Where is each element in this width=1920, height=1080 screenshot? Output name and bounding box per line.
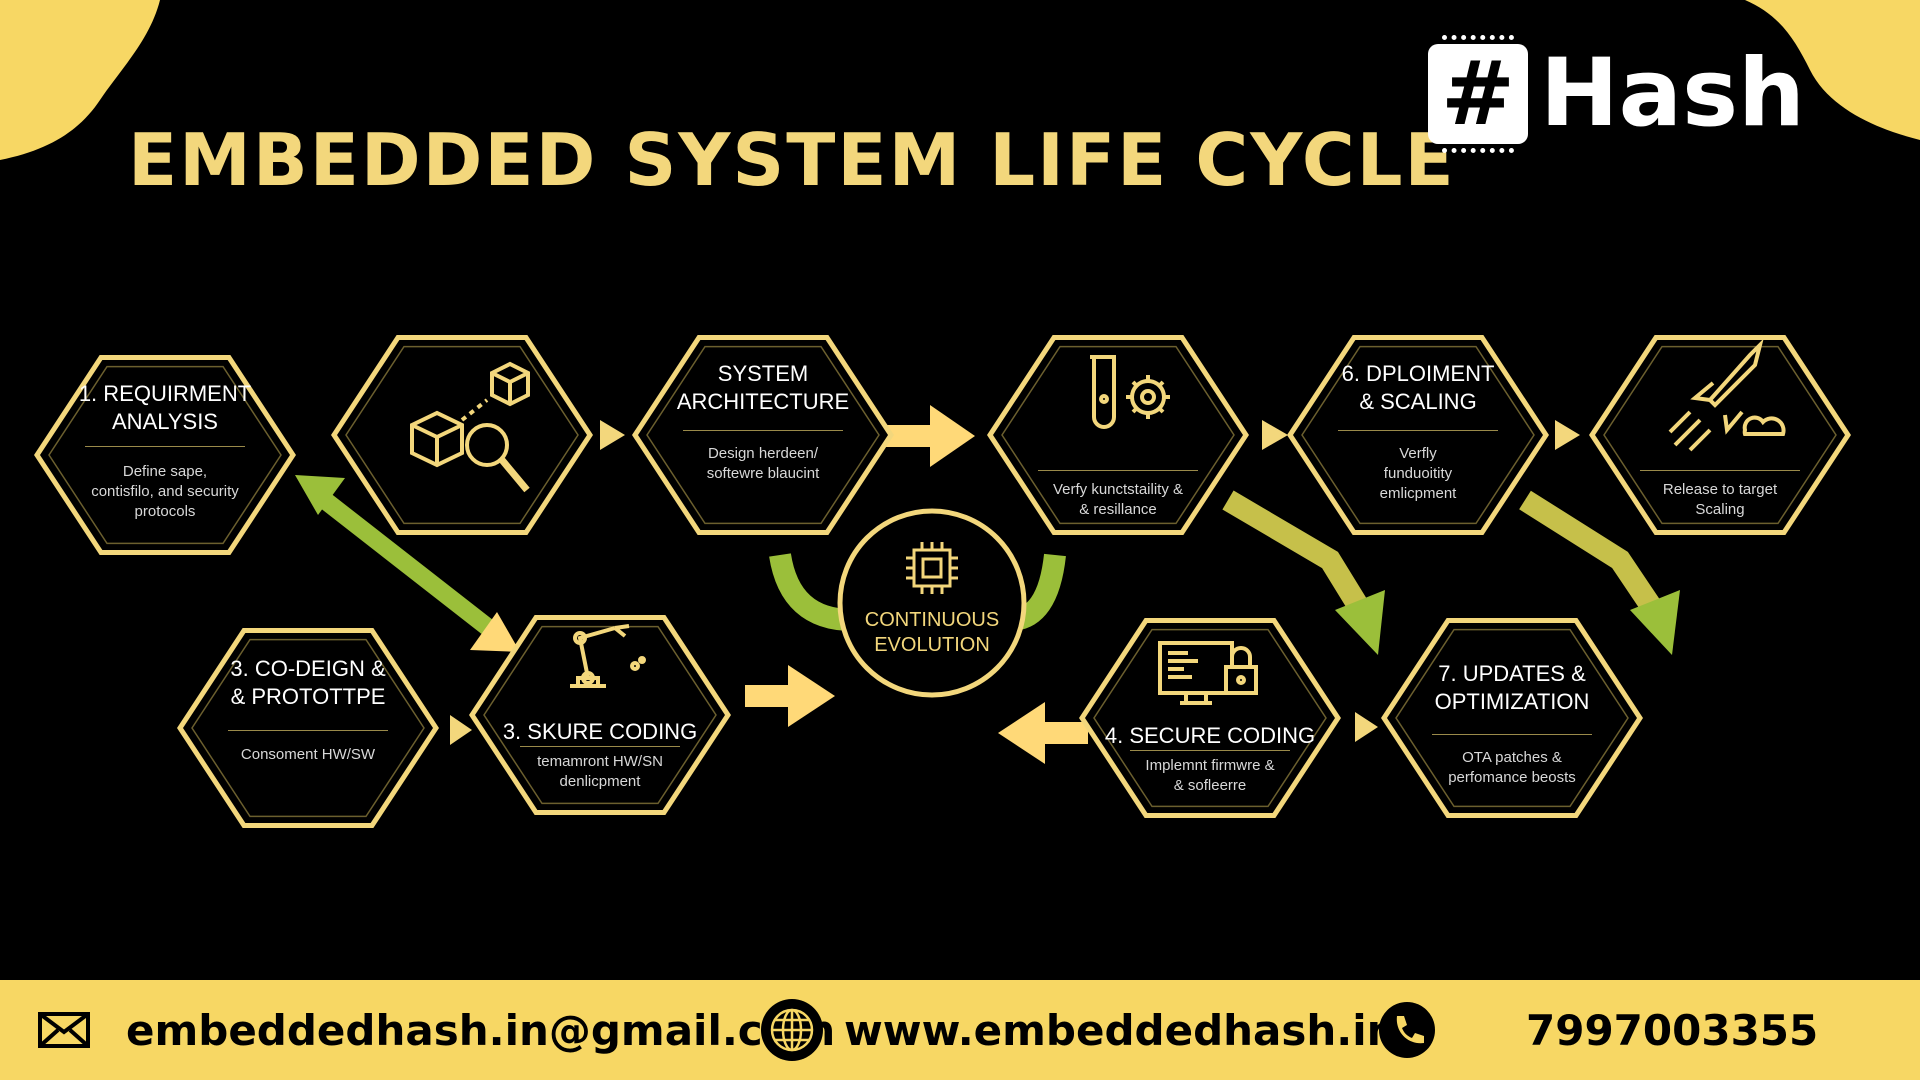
node-divider-verify	[1038, 470, 1198, 471]
node-title-deployment: 6. DPLOIMENT & SCALING	[1341, 361, 1495, 414]
hexagon-codesign	[177, 628, 439, 828]
node-title-codesign: 3. CO-DEIGN & & PROTOTTPE	[230, 656, 386, 709]
hexagon-updates	[1381, 618, 1643, 818]
test-tube-gear-icon	[1090, 355, 1170, 429]
website-text: www.embeddedhash.in	[844, 1005, 1397, 1055]
node-title-skure-coding: 3. SKURE CODING	[502, 719, 698, 744]
robot-arm-icon	[570, 624, 646, 688]
hexagon-inner-updates	[1395, 628, 1629, 808]
logo-wordmark: Hash	[1540, 39, 1805, 148]
hexagon-inner-requirement	[48, 365, 282, 545]
arrow-7-8	[450, 715, 472, 745]
hexagon-skure-coding	[469, 615, 731, 815]
footer-email[interactable]: embeddedhash.in@gmail.com	[38, 980, 835, 1080]
arrow-9-10	[1355, 712, 1378, 742]
envelope-icon	[38, 1012, 90, 1048]
node-desc-architecture: Design herdeen/ softewre blaucint	[706, 445, 820, 482]
hexagon-architecture	[632, 335, 894, 535]
arrow-2-3	[600, 420, 625, 450]
phone-text: 7997003355	[1526, 1005, 1819, 1055]
hexagon-inner-secure-coding	[1093, 628, 1327, 808]
phone-icon	[1379, 1002, 1435, 1058]
node-divider-skure-coding	[520, 746, 680, 747]
double-arrow-green	[295, 475, 520, 652]
hexagon-deployment	[1287, 335, 1549, 535]
node-divider-release	[1640, 470, 1800, 471]
node-desc-secure-coding: Implemnt firmwre & & sofleerre	[1145, 757, 1275, 794]
footer-website[interactable]: www.embeddedhash.in	[760, 980, 1397, 1080]
arrow-5-down	[1519, 490, 1680, 655]
hexagon-inner-skure-coding	[483, 625, 717, 805]
node-desc-codesign: Consoment HW/SW	[240, 746, 376, 763]
contact-footer: embeddedhash.in@gmail.com www.embeddedha…	[0, 980, 1920, 1080]
node-title-secure-coding: 4. SECURE CODING	[1104, 723, 1316, 748]
arrow-3-4	[880, 405, 975, 467]
node-divider-requirement	[85, 446, 245, 447]
chip-icon	[906, 542, 958, 594]
hexagon-inner-design-icon	[345, 345, 579, 525]
node-divider-codesign	[228, 730, 388, 731]
node-desc-skure-coding: temamront HW/SN denlicpment	[537, 753, 663, 790]
flow-arrows	[295, 405, 1680, 764]
hexagon-inner-codesign	[191, 638, 425, 818]
arrow-9-center	[998, 702, 1088, 764]
arrow-8-center	[745, 665, 835, 727]
node-divider-updates	[1432, 734, 1592, 735]
node-divider-deployment	[1338, 430, 1498, 431]
cubes-magnifier-icon	[410, 361, 530, 493]
page-title: EMBEDDED SYSTEM LIFE CYCLE	[128, 118, 1456, 202]
node-title-updates: 7. UPDATES & OPTIMIZATION	[1434, 661, 1590, 714]
node-desc-requirement: Define sape, contisfilo, and security pr…	[91, 463, 239, 520]
hexagon-requirement	[34, 355, 296, 555]
node-divider-architecture	[683, 430, 843, 431]
arrow-4-10	[1222, 490, 1385, 655]
node-divider-secure-coding	[1130, 750, 1290, 751]
hexagon-verify	[987, 335, 1249, 535]
corner-blob-right	[1745, 0, 1920, 140]
arrow-4-5	[1262, 420, 1288, 450]
rocket-cloud-icon	[1668, 338, 1786, 452]
node-desc-verify: Verfy kunctstaility & & resillance	[1052, 481, 1184, 518]
hash-chip-icon: #	[1428, 35, 1528, 153]
node-title-architecture: SYSTEM ARCHITECTURE	[676, 361, 850, 414]
corner-blob-left	[0, 0, 160, 160]
monitor-lock-icon	[1158, 641, 1258, 705]
arrow-5-6	[1555, 420, 1580, 450]
footer-phone[interactable]: 7997003355	[1378, 980, 1818, 1080]
hexagon-release	[1589, 335, 1851, 535]
brand-logo: # Hash	[1428, 35, 1805, 164]
node-desc-updates: OTA patches & perfomance beosts	[1448, 749, 1576, 786]
node-desc-deployment: Verfly funduoitity emlicpment	[1379, 445, 1457, 502]
hexagon-inner-architecture	[646, 345, 880, 525]
hexagon-inner-verify	[1001, 345, 1235, 525]
node-title-requirement: 1. REQUIRMENT ANALYSIS	[78, 381, 252, 434]
center-label: CONTINUOUS EVOLUTION	[864, 609, 1000, 656]
email-text: embeddedhash.in@gmail.com	[126, 1005, 836, 1055]
node-desc-release: Release to target Scaling	[1662, 481, 1778, 518]
hexagon-secure-coding	[1079, 618, 1341, 818]
globe-icon	[761, 999, 823, 1061]
center-circle	[837, 508, 1027, 698]
hexagon-inner-release	[1603, 345, 1837, 525]
hexagon-inner-deployment	[1301, 345, 1535, 525]
